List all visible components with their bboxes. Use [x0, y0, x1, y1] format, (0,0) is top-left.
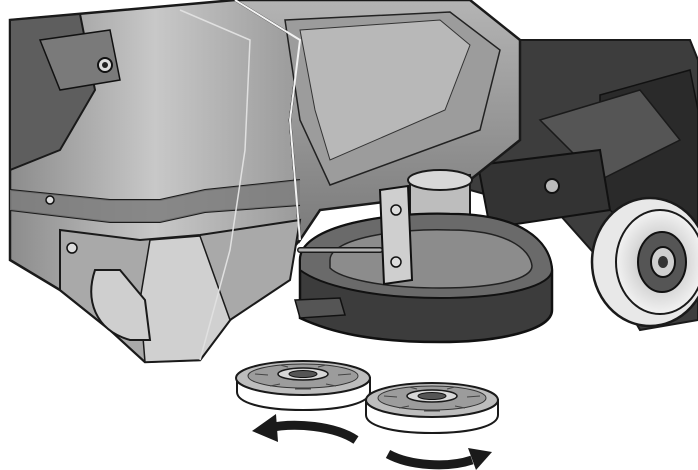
- rear-wheel: [590, 196, 698, 328]
- machine-body: [8, 0, 522, 364]
- rotation-arrow-counterclockwise-icon: [252, 414, 359, 444]
- rotation-arrow-clockwise-icon: [385, 448, 492, 470]
- brush-deck: [294, 169, 554, 344]
- brush-pad-right: [365, 382, 499, 435]
- brush-pad-left: [235, 360, 371, 412]
